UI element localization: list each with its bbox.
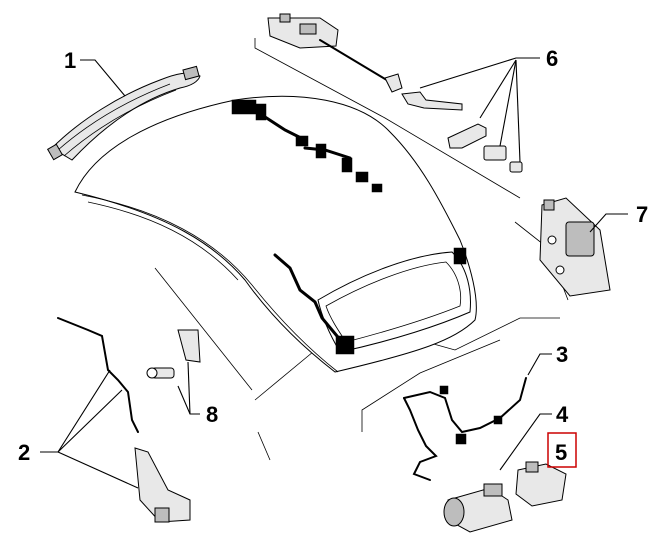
callout-3: 3 — [556, 342, 568, 367]
construction-lines — [154, 38, 569, 461]
side-wiring-harness — [273, 247, 467, 355]
callout-5-highlight-box — [547, 432, 577, 468]
callout-4: 4 — [556, 402, 569, 427]
part-7-side-latch — [539, 197, 611, 297]
callout-6: 6 — [546, 46, 558, 71]
part-6-latch-components — [267, 13, 523, 173]
callout-1: 1 — [64, 48, 76, 73]
part-5-control-unit — [515, 461, 567, 507]
part-8-clips — [146, 329, 201, 379]
part-1-front-rail — [46, 65, 201, 161]
callout-8: 8 — [206, 402, 218, 427]
roof-wiring-harness — [231, 99, 383, 193]
part-4-motor — [443, 483, 513, 533]
callout-labels: 1 2 3 4 5 6 7 8 — [18, 46, 648, 468]
part-3-wiring-loom — [403, 377, 527, 481]
callout-2: 2 — [18, 440, 30, 465]
callout-7: 7 — [636, 202, 648, 227]
callout-5: 5 — [555, 440, 567, 465]
part-2-lift-arm — [57, 317, 191, 523]
roof-panel — [74, 95, 477, 373]
leader-lines — [40, 57, 628, 489]
